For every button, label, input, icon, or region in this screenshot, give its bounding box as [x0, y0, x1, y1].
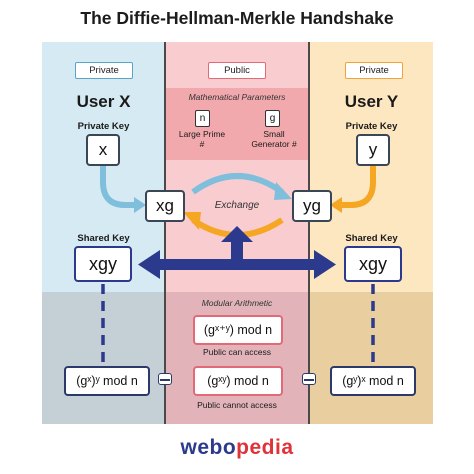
- x-to-xg-arrowhead: [134, 197, 146, 213]
- shared-arrow-up-head: [221, 226, 253, 242]
- lower-band-public: [165, 292, 309, 424]
- exchange-arrow-top: [191, 173, 284, 195]
- exchange-label: Exchange: [214, 200, 260, 211]
- private-key-label-x: Private Key: [77, 121, 130, 132]
- private-tag-right: Private: [345, 62, 403, 79]
- yg-box: yg: [292, 190, 332, 222]
- shared-arrow-right-head: [314, 250, 336, 279]
- formula-x-box: (gˣ)ʸ mod n: [64, 366, 150, 396]
- public-formula-box: (gˣ⁺ʸ) mod n: [193, 315, 283, 345]
- exchange-arrow-top-head: [274, 182, 292, 200]
- private-access-note: Public cannot access: [197, 400, 277, 410]
- webopedia-logo: webopedia: [0, 436, 474, 460]
- public-access-note: Public can access: [202, 347, 272, 357]
- equals-icon-left: [158, 373, 172, 385]
- y-to-yg-arrowhead: [330, 197, 342, 213]
- param-g-label: Small Generator #: [251, 129, 297, 149]
- y-to-yg-arrow: [340, 162, 376, 208]
- shared-key-label-y: Shared Key: [345, 233, 398, 244]
- user-y-title: User Y: [344, 92, 399, 111]
- xg-box: xg: [145, 190, 185, 222]
- divider-left: [164, 42, 166, 424]
- private-tag-left: Private: [75, 62, 133, 79]
- public-tag: Public: [208, 62, 266, 79]
- divider-right: [308, 42, 310, 424]
- logo-part-2: pedia: [236, 436, 294, 459]
- shared-arrow-stem: [231, 240, 243, 262]
- shared-key-label-x: Shared Key: [77, 233, 130, 244]
- param-n-label: Large Prime #: [178, 129, 226, 149]
- exchange-arrow-bottom-head: [183, 212, 201, 230]
- private-key-label-y: Private Key: [345, 121, 398, 132]
- shared-key-y-box: xgy: [344, 246, 402, 282]
- modular-arithmetic-title: Modular Arithmetic: [201, 298, 273, 308]
- param-n-box: n: [195, 110, 210, 127]
- private-formula-box: (gˣʸ) mod n: [193, 366, 283, 396]
- private-key-x-box: x: [86, 134, 120, 166]
- parameters-title: Mathematical Parameters: [188, 92, 286, 102]
- page-title: The Diffie-Hellman-Merkle Handshake: [80, 8, 394, 28]
- shared-key-x-box: xgy: [74, 246, 132, 282]
- parameters-band: [165, 88, 309, 160]
- formula-y-box: (gʸ)ˣ mod n: [330, 366, 416, 396]
- private-key-y-box: y: [356, 134, 390, 166]
- shared-arrow-left-head: [138, 250, 160, 279]
- user-x-title: User X: [76, 92, 131, 111]
- x-to-xg-arrow: [100, 162, 136, 208]
- param-g-box: g: [265, 110, 280, 127]
- lower-band-y: [309, 292, 433, 424]
- shared-arrow-shaft: [154, 259, 320, 270]
- equals-icon-right: [302, 373, 316, 385]
- logo-part-1: webo: [180, 436, 237, 459]
